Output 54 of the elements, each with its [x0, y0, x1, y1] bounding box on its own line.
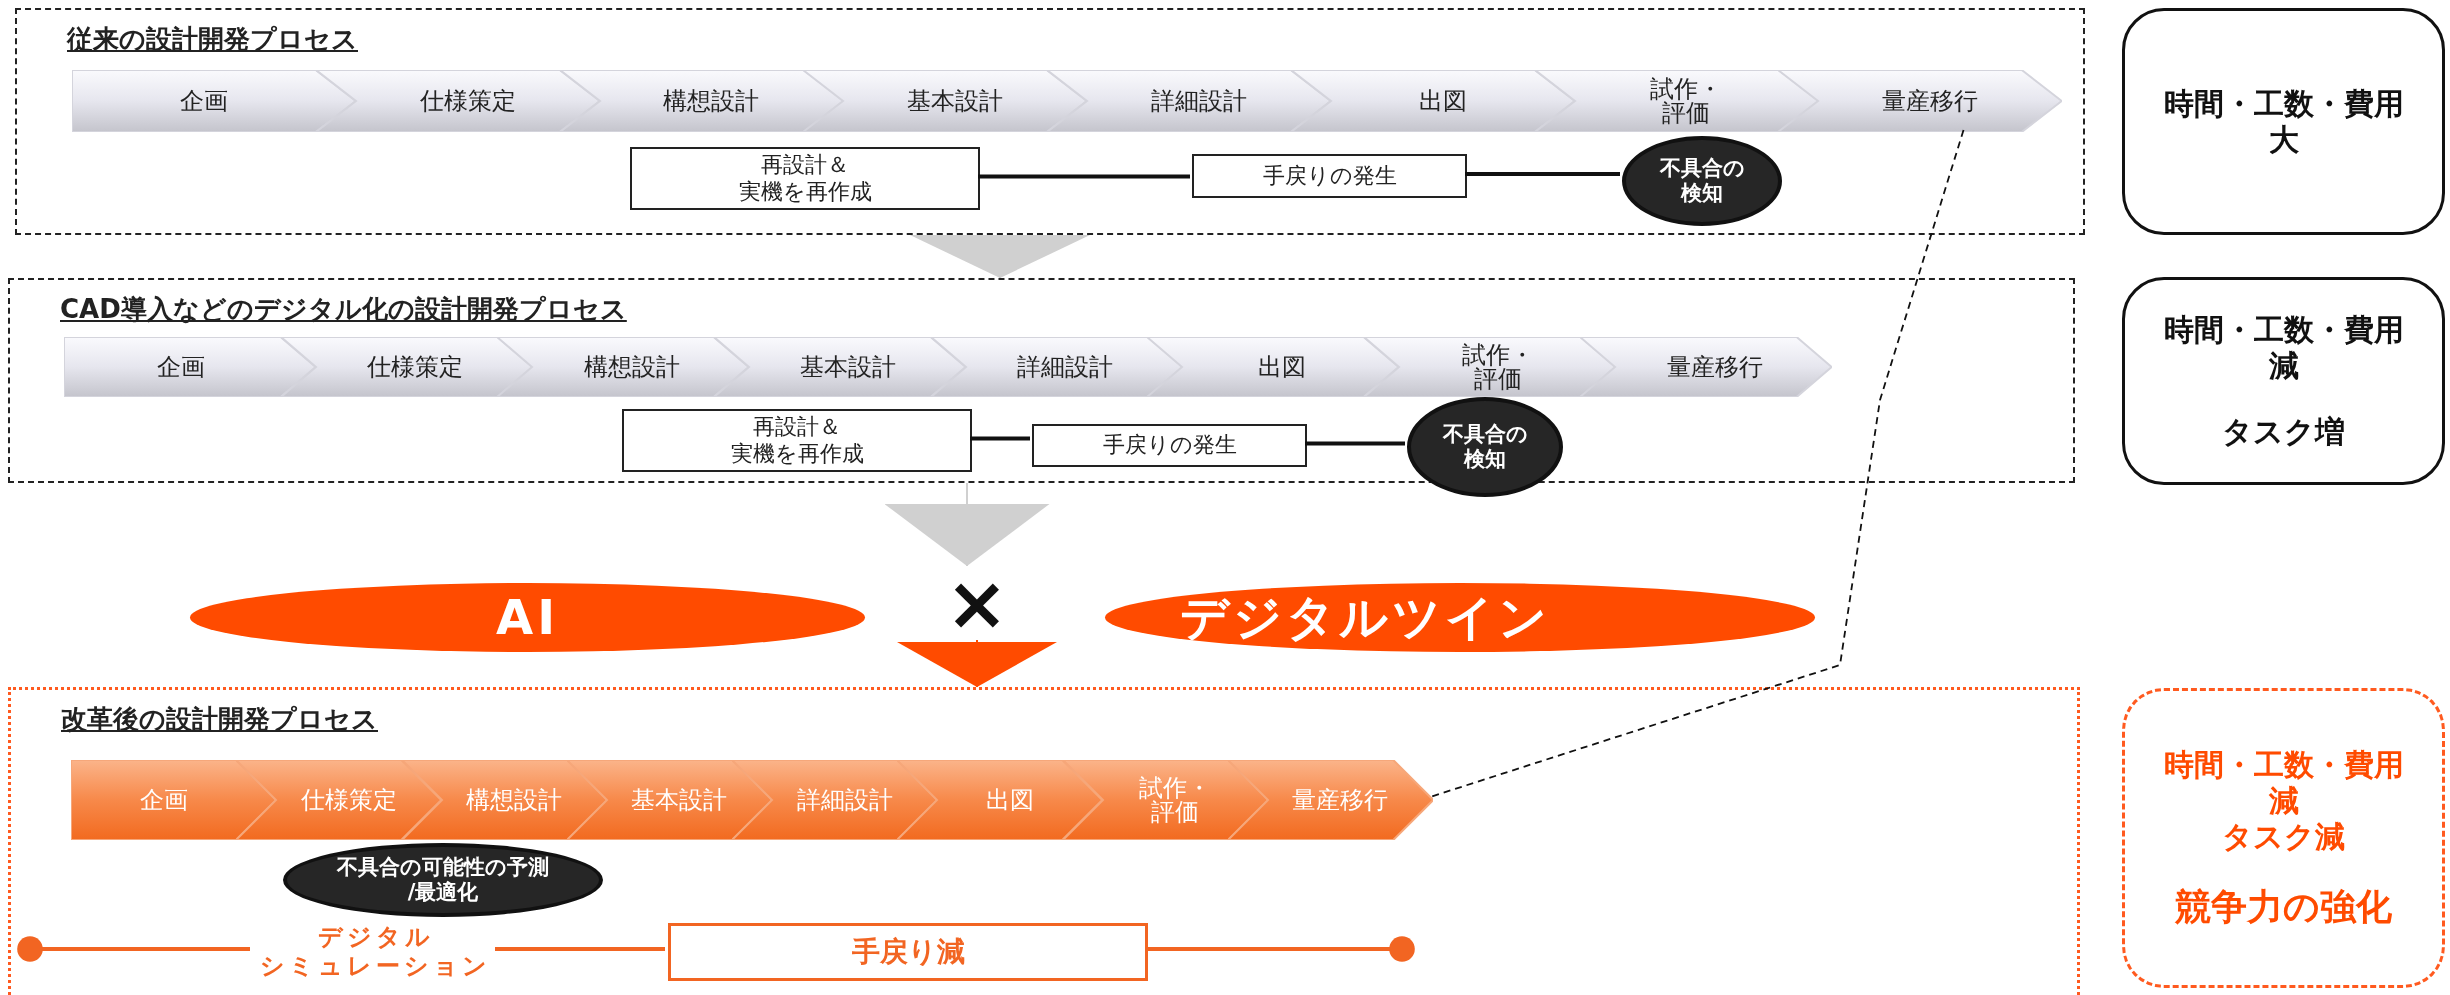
- chevron-step: 出図: [1147, 337, 1399, 397]
- chevron-step: 基本設計: [713, 337, 966, 397]
- chevron-step: 出図: [1290, 70, 1575, 132]
- process-box: 手戻りの発生: [1032, 424, 1307, 467]
- timeline-line: [1145, 936, 1415, 962]
- chevron-step: 出図: [897, 760, 1103, 840]
- down-arrow: [897, 639, 1057, 688]
- chevron-step: 企画: [64, 337, 316, 397]
- chevron-step: 量産移行: [1580, 337, 1832, 397]
- chevron-step: 構想設計: [401, 760, 607, 840]
- outcome-box: 時間・工数・費用大: [2122, 8, 2445, 235]
- chevron-step: 試作・評価: [1363, 337, 1616, 397]
- chevron-step: 仕様策定: [280, 337, 533, 397]
- chevron-step: 仕様策定: [315, 70, 600, 132]
- connector-line: [1465, 172, 1620, 176]
- outcome-box: 時間・工数・費用減 タスク増: [2122, 277, 2445, 485]
- process-box: 再設計＆実機を再作成: [622, 409, 972, 472]
- chevron-step: 構想設計: [497, 337, 749, 397]
- timeline-line: [17, 936, 250, 962]
- down-arrow: [910, 234, 1090, 279]
- chevron-step: 量産移行: [1778, 70, 2062, 132]
- section-title: 改革後の設計開発プロセス: [61, 703, 378, 736]
- chevron-step: 基本設計: [566, 760, 772, 840]
- chevron-step: 企画: [72, 70, 356, 132]
- chevron-step: 構想設計: [559, 70, 844, 132]
- keyword-banner: デジタルツイン: [1105, 583, 1815, 652]
- process-frame: [8, 687, 2080, 995]
- connector-line: [495, 947, 665, 951]
- issue-ellipse: 不具合の検知: [1622, 136, 1782, 226]
- process-frame: [15, 8, 2085, 235]
- chevron-step: 詳細設計: [732, 760, 938, 840]
- outcome-box: 時間・工数・費用減 タスク減 競争力の強化: [2122, 688, 2445, 988]
- down-arrow: [884, 482, 1050, 567]
- chevron-step: 仕様策定: [236, 760, 442, 840]
- process-box: 手戻りの発生: [1192, 154, 1467, 198]
- connector-line: [978, 174, 1190, 179]
- chevron-step: 量産移行: [1227, 760, 1433, 840]
- chevron-step: 試作・評価: [1062, 760, 1268, 840]
- connector-line: [1305, 441, 1405, 446]
- section-title: 従来の設計開発プロセス: [67, 23, 358, 56]
- issue-ellipse: 不具合の検知: [1407, 397, 1563, 497]
- chevron-step: 試作・評価: [1534, 70, 1819, 132]
- multiply-sign: ×: [940, 566, 1014, 640]
- chevron-step: 詳細設計: [1047, 70, 1331, 132]
- process-box: 再設計＆実機を再作成: [630, 147, 980, 210]
- section-title: CAD導入などのデジタル化の設計開発プロセス: [60, 293, 627, 326]
- keyword-banner: AI: [190, 583, 865, 652]
- chevron-step: 詳細設計: [930, 337, 1183, 397]
- result-box: 手戻り減: [668, 923, 1148, 981]
- issue-ellipse: 不具合の可能性の予測/最適化: [283, 843, 603, 917]
- chevron-step: 基本設計: [803, 70, 1087, 132]
- dashed-connector: [1429, 129, 1965, 798]
- connector-line: [970, 436, 1030, 441]
- timeline-label: デジタルシミュレーション: [253, 921, 498, 983]
